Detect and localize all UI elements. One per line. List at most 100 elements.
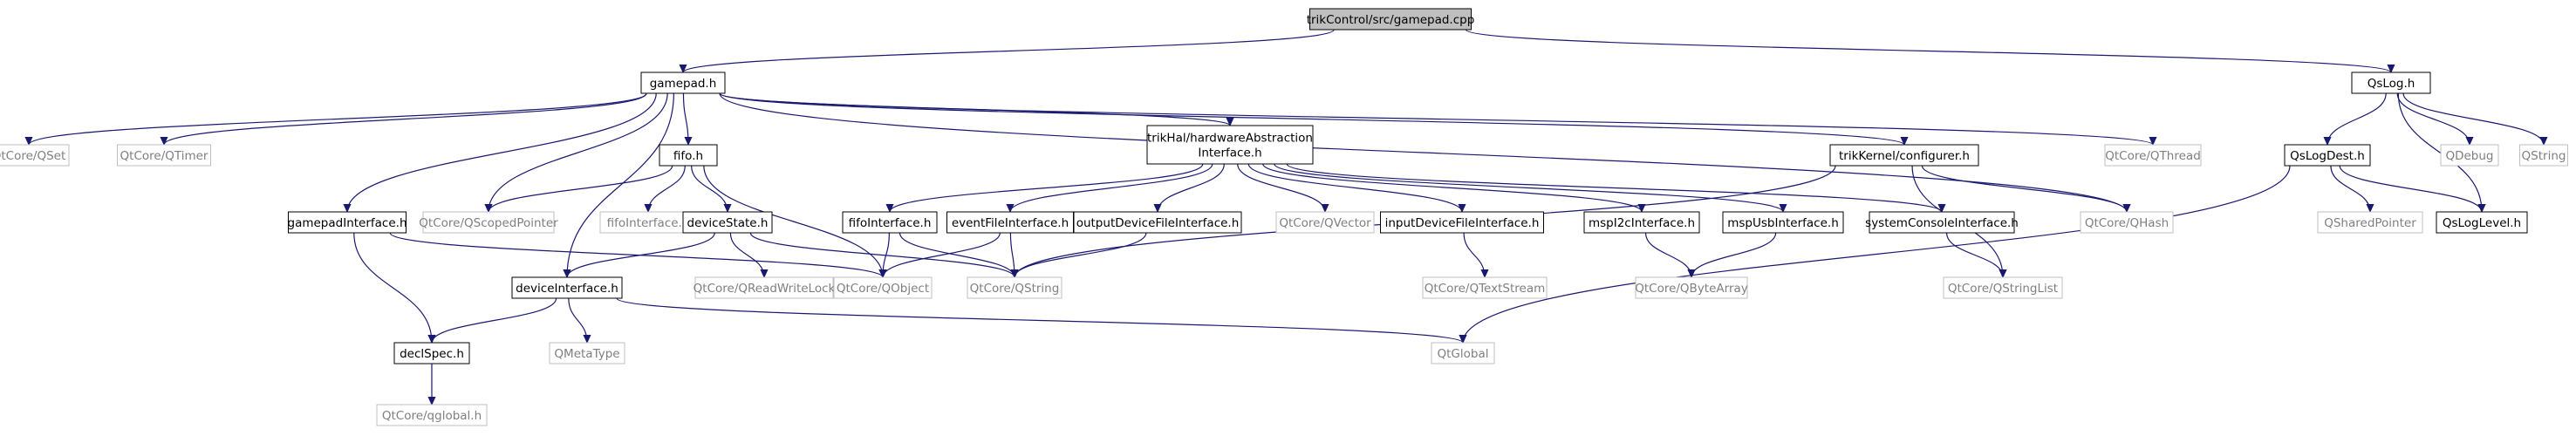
node-qslog-h[interactable]: QsLog.h — [2351, 72, 2431, 94]
node-qbytearray: QtCore/QByteArray — [1635, 276, 1748, 299]
node-label: trikControl/src/gamepad.cpp — [1307, 13, 1475, 27]
edge-gamepad_h-to-qthread — [719, 92, 2153, 145]
node-box — [2351, 72, 2431, 94]
edge-qslog_h-to-qstring_plain — [2402, 92, 2544, 145]
edge-gamepad_h-to-deviceInterface_h — [567, 92, 674, 277]
node-declspec-h[interactable]: declSpec.h — [393, 342, 470, 364]
node-label: QtCore/QScopedPointer — [419, 216, 558, 230]
node-box — [1583, 211, 1700, 234]
node-label: QDebug — [2445, 149, 2493, 163]
node-box — [1422, 276, 1548, 299]
node-qsloglevel-h[interactable]: QsLogLevel.h — [2436, 211, 2528, 234]
node-box — [1431, 342, 1495, 364]
node-qsharedpointer: QSharedPointer — [2317, 211, 2423, 234]
edge-qslogdest_h-to-qsloglevel_h — [2339, 165, 2482, 212]
edge-hal_h-to-systemConsoleInterface_h — [1286, 163, 1942, 212]
edge-hal_h-to-inputDeviceFileInterface_h — [1247, 163, 1462, 212]
node-box — [967, 276, 1063, 299]
node-box — [1869, 211, 2015, 234]
node-box — [1722, 211, 1844, 234]
node-qmetatype: QMetaType — [549, 342, 625, 364]
edge-fifo_h-to-qscopedpointer — [489, 165, 673, 212]
node-eventFileInterface-h[interactable]: eventFileInterface.h — [946, 211, 1074, 234]
node-fifo-h[interactable]: fifo.h — [659, 144, 718, 167]
node-label: QtCore/QStringList — [1948, 282, 2058, 296]
edge-qslog_h-to-qslogdest_h — [2327, 92, 2387, 145]
node-gamepadInterface-h[interactable]: gamepadInterface.h — [288, 211, 407, 234]
edge-hal_h-to-mspUsbInterface_h — [1274, 163, 1783, 212]
node-mspUsbInterface-h[interactable]: mspUsbInterface.h — [1722, 211, 1844, 234]
node-box — [1635, 276, 1748, 299]
node-label: QsLogLevel.h — [2443, 216, 2521, 230]
node-fifoInterface-h[interactable]: fifoInterface.h — [842, 211, 938, 234]
edge-deviceState_h-to-deviceInterface_h — [567, 232, 715, 277]
node-qscopedpointer: QtCore/QScopedPointer — [419, 211, 558, 234]
edge-fifo_h-to-fifoInterface_h_ext — [648, 165, 686, 212]
node-qslogdest-h[interactable]: QsLogDest.h — [2284, 144, 2371, 167]
node-box — [376, 404, 488, 426]
edge-gamepad_h-to-qscopedpointer — [489, 92, 668, 212]
edge-gamepad_h-to-qset — [29, 92, 647, 145]
node-box — [682, 211, 773, 234]
edge-hal_h-to-mspI2cInterface_h — [1262, 163, 1642, 212]
node-box — [2284, 144, 2371, 167]
edge-deviceInterface_h-to-declspec_h — [432, 297, 557, 343]
node-box — [549, 342, 625, 364]
node-mspI2cInterface-h[interactable]: mspI2cInterface.h — [1583, 211, 1700, 234]
node-label: mspUsbInterface.h — [1727, 216, 1839, 230]
node-label: QtCore/QReadWriteLock — [694, 282, 836, 296]
node-label: QMetaType — [554, 347, 619, 361]
node-label: systemConsoleInterface.h — [1865, 216, 2019, 230]
node-gamepad-h[interactable]: gamepad.h — [640, 72, 726, 94]
node-label: declSpec.h — [400, 347, 464, 361]
edge-root-to-qslog_h — [1465, 29, 2392, 72]
edge-gamepadInterface_h-to-qobject — [389, 232, 883, 277]
node-qtglobal: QtGlobal — [1431, 342, 1495, 364]
node-label: QtCore/QByteArray — [1635, 282, 1748, 296]
node-qhash: QtCore/QHash — [2080, 211, 2174, 234]
node-box — [842, 211, 938, 234]
node-qobject: QtCore/QObject — [833, 276, 933, 299]
node-root[interactable]: trikControl/src/gamepad.cpp — [1307, 8, 1475, 31]
node-label: QSharedPointer — [2324, 216, 2416, 230]
node-label: QtCore/QVector — [1279, 216, 1371, 230]
edge-qslog_h-to-qsloglevel_h — [2397, 92, 2482, 212]
edge-deviceState_h-to-qstring — [749, 232, 1015, 277]
node-box — [288, 211, 407, 234]
node-box — [833, 276, 933, 299]
node-label: QtCore/QHash — [2085, 216, 2169, 230]
node-label: mspI2cInterface.h — [1589, 216, 1695, 230]
node-box — [1146, 125, 1314, 165]
node-label: outputDeviceFileInterface.h — [1076, 216, 1240, 230]
node-box — [946, 211, 1074, 234]
node-box — [0, 144, 70, 167]
node-deviceState-h[interactable]: deviceState.h — [682, 211, 773, 234]
edge-mspUsbInterface_h-to-qbytearray — [1691, 232, 1777, 277]
node-deviceInterface-h[interactable]: deviceInterface.h — [511, 276, 623, 299]
node-box — [659, 144, 718, 167]
node-label: QtCore/QString — [970, 282, 1060, 296]
node-box — [599, 211, 697, 234]
node-configurer-h[interactable]: trikKernel/configurer.h — [1829, 144, 1979, 167]
node-label: inputDeviceFileInterface.h — [1385, 216, 1540, 230]
edge-mspI2cInterface_h-to-qbytearray — [1644, 232, 1691, 277]
node-outputDeviceFileInterface-h[interactable]: outputDeviceFileInterface.h — [1073, 211, 1242, 234]
node-label: QsLogDest.h — [2290, 149, 2365, 163]
node-inputDeviceFileInterface-h[interactable]: inputDeviceFileInterface.h — [1380, 211, 1544, 234]
edge-systemConsoleInterface_h-to-qstringlist — [1946, 232, 2003, 277]
edge-inputDeviceFileInterface_h-to-qtextstream — [1463, 232, 1485, 277]
edges-layer — [29, 29, 2544, 405]
node-box — [1829, 144, 1979, 167]
edge-gamepad_h-to-fifo_h — [682, 92, 688, 145]
node-box — [1309, 8, 1472, 31]
node-label: QtCore/QSet — [0, 149, 65, 163]
node-box — [2436, 211, 2528, 234]
node-label: gamepadInterface.h — [288, 216, 407, 230]
edge-gamepad_h-to-qhash — [719, 92, 2127, 212]
node-label: QtGlobal — [1438, 347, 1489, 361]
node-qstring-plain: QString — [2519, 144, 2568, 167]
node-label: QsLog.h — [2368, 77, 2415, 91]
node-systemConsoleInterface-h[interactable]: systemConsoleInterface.h — [1865, 211, 2019, 234]
